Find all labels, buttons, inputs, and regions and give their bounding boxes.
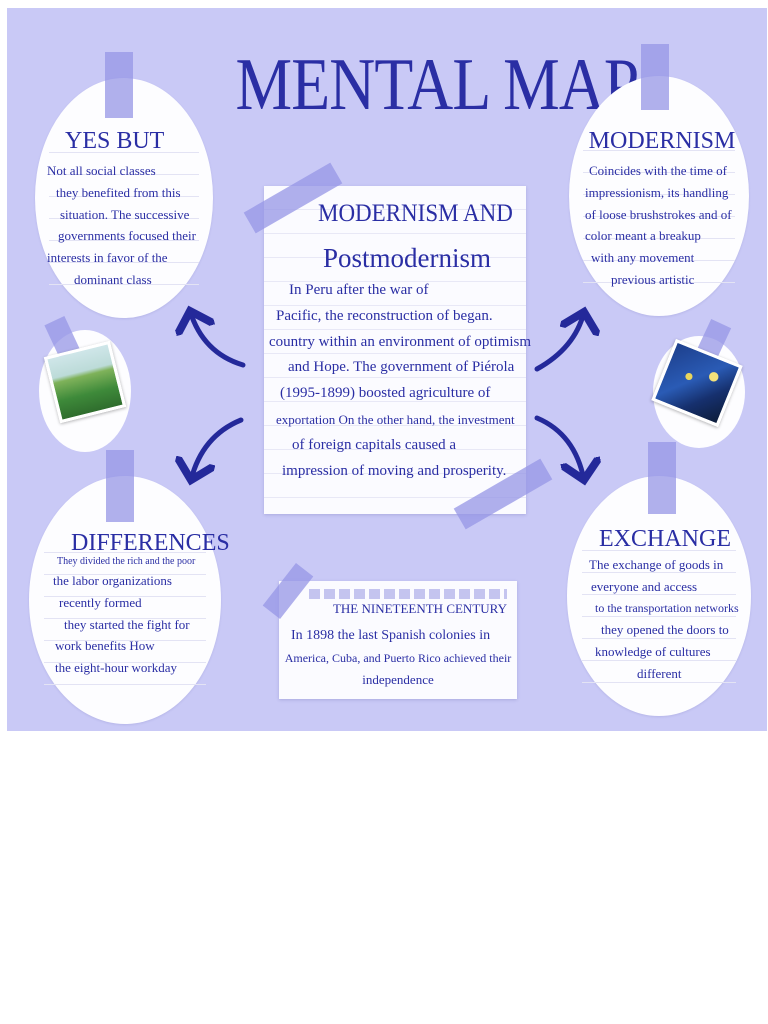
differences-line: They divided the rich and the poor — [57, 556, 196, 567]
tape-strip — [105, 52, 133, 118]
differences-line: recently formed — [59, 594, 142, 610]
modernism-line: previous artistic — [611, 271, 695, 287]
modernism-line: of loose brushstrokes and of — [585, 206, 732, 222]
page-title: MENTAL MAP — [235, 44, 640, 126]
yes-but-line: situation. The successive — [60, 206, 190, 222]
exchange-line: knowledge of cultures — [595, 644, 711, 660]
tape-strip — [648, 442, 676, 514]
nineteenth-century-text: In 1898 the last Spanish colonies in Ame… — [279, 625, 517, 691]
center-line: In Peru after the war of — [289, 282, 429, 298]
center-line: country within an environment of optimis… — [269, 333, 532, 350]
exchange-line: everyone and access — [591, 578, 698, 594]
center-note: MODERNISM AND Postmodernism In Peru afte… — [264, 186, 532, 514]
center-line: and Hope. The government of Piérola — [288, 359, 515, 376]
nineteenth-century-heading: THE NINETEENTH CENTURY — [332, 601, 507, 616]
exchange-line: they opened the doors to — [601, 622, 729, 638]
arrow-top-left — [190, 311, 246, 368]
exchange-line: The exchange of goods in — [589, 557, 724, 572]
yes-but-text: Not all social classes they benefited fr… — [47, 160, 196, 291]
yes-but-line: interests in favor of the — [47, 250, 168, 266]
yes-but-line: governments focused their — [58, 228, 196, 244]
differences-line: the labor organizations — [53, 573, 172, 588]
yes-but-bubble — [35, 78, 213, 318]
center-line: of foreign capitals caused a — [292, 436, 457, 453]
dashed-border — [309, 589, 507, 599]
nineteenth-century-line: America, Cuba, and Puerto Rico achieved … — [284, 651, 512, 665]
modernism-heading: MODERNISM — [588, 128, 736, 154]
exchange-bubble — [567, 476, 751, 716]
yes-but-line: Not all social classes — [47, 163, 156, 178]
ruled-lines — [44, 530, 206, 695]
ruled-lines — [581, 528, 737, 688]
nineteenth-century-line: In 1898 the last Spanish colonies in — [291, 628, 491, 643]
differences-line: work benefits How — [55, 638, 155, 654]
arrow-bottom-right — [534, 415, 584, 480]
center-line: impression of moving and prosperity. — [282, 462, 507, 479]
center-line: (1995-1899) boosted agriculture of — [280, 385, 491, 402]
yes-but-line: dominant class — [74, 271, 152, 287]
arrow-top-right — [534, 312, 584, 372]
differences-line: they started the fight for — [64, 616, 190, 632]
arrow-to-yes-but-icon — [7, 8, 767, 731]
yes-but-line: they benefited from this — [56, 184, 181, 200]
modernism-bubble — [569, 76, 749, 316]
exchange-text: The exchange of goods in everyone and ac… — [589, 554, 739, 685]
differences-text: They divided the rich and the poor the l… — [53, 554, 195, 679]
modernism-text: Coincides with the time of impressionism… — [585, 160, 732, 291]
arrow-bottom-left — [191, 417, 244, 480]
yes-but-heading: YES BUT — [65, 128, 165, 154]
modernism-line: impressionism, its handling — [585, 184, 729, 200]
modernism-line: with any movement — [591, 250, 695, 266]
exchange-line: to the transportation networks — [595, 600, 739, 615]
tape-strip — [641, 44, 669, 110]
center-body: In Peru after the war of Pacific, the re… — [264, 278, 532, 484]
center-line: exportation On the other hand, the inves… — [276, 411, 515, 427]
nineteenth-century-line: independence — [362, 672, 434, 687]
center-line: Pacific, the reconstruction of began. — [276, 307, 493, 324]
modernism-line: Coincides with the time of — [589, 163, 727, 178]
center-title-line1: MODERNISM AND — [318, 200, 513, 227]
tape-strip — [106, 450, 134, 522]
mental-map-board: MENTAL MAP YES BUT Not all social classe… — [7, 8, 767, 731]
center-title-line2: Postmodernism — [323, 243, 492, 273]
differences-line: the eight-hour workday — [55, 660, 178, 676]
ruled-lines — [49, 130, 199, 290]
exchange-line: different — [637, 665, 682, 681]
exchange-heading: EXCHANGE — [599, 526, 731, 552]
nineteenth-century-note: THE NINETEENTH CENTURY In 1898 the last … — [279, 581, 517, 699]
modernism-line: color meant a breakup — [585, 228, 701, 244]
ruled-lines — [583, 128, 735, 288]
differences-heading: DIFFERENCES — [71, 530, 230, 556]
